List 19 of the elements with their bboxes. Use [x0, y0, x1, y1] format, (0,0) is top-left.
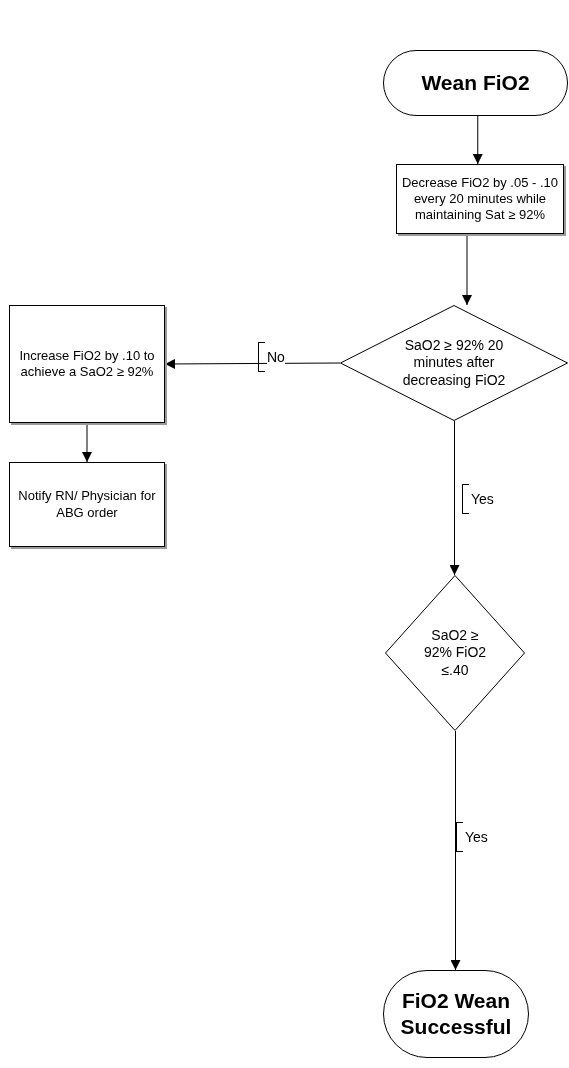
decision-diamond — [340, 305, 568, 421]
arrow — [82, 422, 92, 463]
process-box — [9, 462, 165, 547]
node-text: SaO2 ≥ 92% FiO2 ≤.40 — [422, 626, 488, 680]
arrow — [449, 420, 460, 576]
node-text: FiO2 Wean Successful — [399, 987, 513, 1040]
decision-diamond — [385, 575, 525, 731]
terminator-shape — [383, 50, 568, 116]
arrow — [462, 233, 472, 306]
process-box — [9, 305, 165, 423]
arrow — [450, 730, 461, 971]
node-text: Decrease FiO2 by .05 - .10 every 20 minutes while maintaining Sat ≥ 92% — [401, 174, 559, 224]
arrow — [164, 358, 341, 369]
process-box — [396, 164, 564, 234]
arrow — [472, 115, 483, 165]
node-text: Wean FiO2 — [421, 69, 530, 96]
node-text: SaO2 ≥ 92% 20 minutes after decreasing FiO2 — [401, 336, 507, 390]
node-text: Notify RN/ Physician for ABG order — [17, 488, 157, 521]
node-text: Increase FiO2 by .10 to achieve a SaO2 ≥ 92% — [18, 347, 156, 381]
